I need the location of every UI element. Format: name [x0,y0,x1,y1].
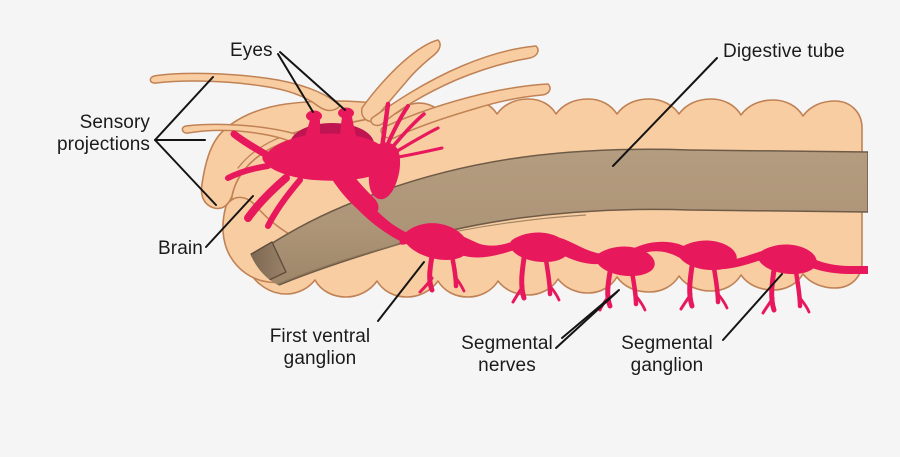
eye-stalks-group [296,107,362,165]
leader-segmental-ganglion [722,273,783,341]
segmental-ganglion-1 [509,232,569,263]
leader-sensory-lower [154,139,217,206]
segmental-nerve-pair-0-a [427,253,435,293]
label-segmental-nerves: Segmental nerves [461,333,553,377]
label-brain: Brain [158,238,203,259]
label-first-ventral-ganglion: First ventral ganglion [269,326,371,370]
leader-first-ventral-ganglion [377,261,425,322]
segmental-ganglion-2 [595,246,655,277]
nervous-system [225,101,868,315]
sensory-projection-left-upper [149,72,341,112]
brain-nerve-ventral-loop [244,174,290,222]
segmental-nerve-pair-3-a [687,263,695,309]
segmental-nerves-group [418,253,811,315]
brain-nerve-ventral-loop-2 [265,177,303,229]
segmental-nerve-pair-3-a2 [679,292,693,311]
brain [262,133,391,181]
segmental-nerve-pair-1-b [543,257,553,297]
segmental-nerve-pair-0-b [449,253,459,289]
leader-eyes-right [279,51,346,111]
label-segmental-ganglion: Segmental ganglion [621,333,713,377]
segmental-nerve-pair-0-b2 [454,276,466,293]
eye-stalk-right [339,117,362,165]
segmental-nerve-pair-4-b2 [798,296,811,314]
label-digestive-tube: Digestive tube [723,41,845,62]
leader-segmental-nerves-b [555,291,618,349]
eye-stalk-left [296,120,320,164]
eye-right [338,107,354,119]
segmental-ganglion-3 [677,240,737,271]
segmental-ganglia-group [509,232,817,277]
segmental-nerve-pair-3-b2 [716,292,729,310]
label-sensory-projections: Sensory projections [57,112,150,156]
leader-sensory-upper [154,76,214,141]
segmental-ganglion-4 [757,244,817,275]
segmental-nerve-pair-1-a2 [511,284,525,304]
brain-nerve-anterior-ventral [225,163,271,181]
ventral-nerve-cord-anterior [335,172,428,250]
leader-brain [205,195,254,248]
segmental-nerve-pair-1-b2 [548,284,561,302]
anterior-nerve-trunk [368,142,401,200]
segmental-nerve-pair-0-a2 [418,276,434,294]
leader-digestive-tube [612,57,718,167]
segmental-nerve-pair-4-a2 [761,296,775,315]
segmental-nerve-pair-1-a [519,255,527,301]
first-ventral-ganglion [402,223,469,260]
label-eyes: Eyes [230,40,273,61]
brain-nerve-anterior-dorsal [230,130,276,162]
leader-eyes-left [277,53,314,113]
segmental-nerve-pair-2-b [629,269,639,307]
segmental-nerve-pair-4-a [769,267,777,313]
eye-left [306,110,322,122]
sensory-projection-right-3 [380,83,551,140]
segmental-nerve-pair-3-b [711,265,721,305]
brain-lateral-nerves [225,130,303,229]
segmental-nerve-pair-4-b [793,269,803,309]
leader-lines [154,51,783,349]
segmental-nerve-pair-2-a [605,269,613,309]
segmental-nerve-pair-2-b2 [634,294,647,312]
